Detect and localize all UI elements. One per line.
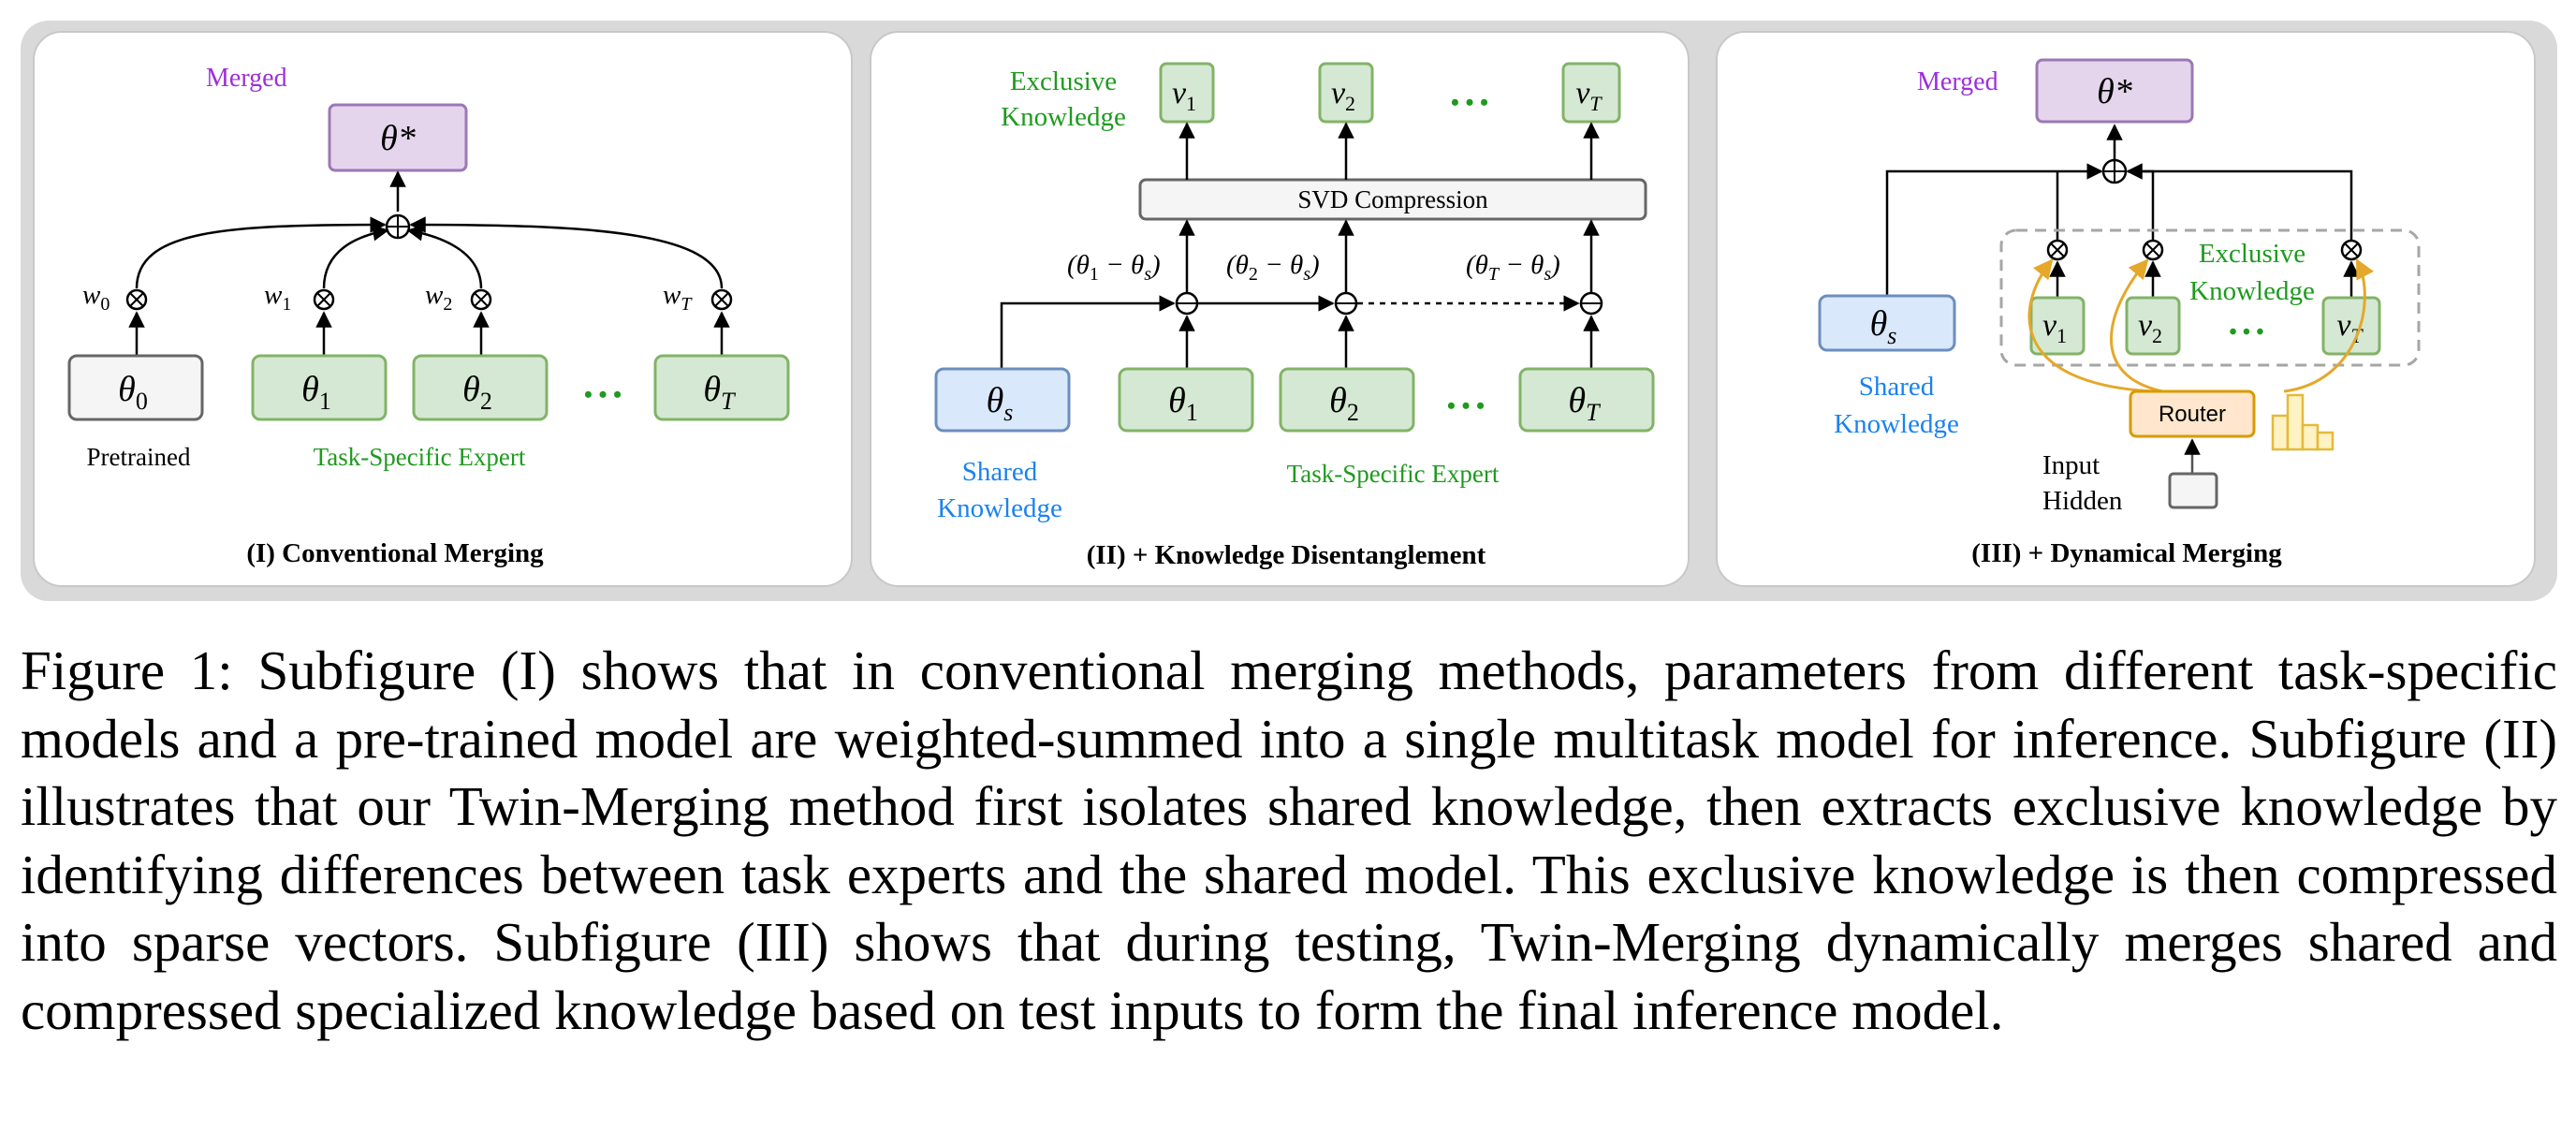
pretrained-param-box (67, 354, 204, 421)
shared-label: Shared (962, 457, 1038, 487)
subtract-node-1 (1175, 291, 1199, 316)
ellipsis: • • • (1451, 89, 1488, 116)
weight-node-0 (125, 288, 148, 311)
vector-v1: v1 (1172, 76, 1196, 115)
weight-label-0: w0 (82, 280, 110, 315)
diff-label-2: (θ2 − θs) (1226, 250, 1320, 285)
input-label-2: Hidden (2042, 486, 2123, 516)
expert-param-box-2 (412, 354, 549, 421)
vector-box-T (2321, 296, 2381, 356)
vector-vT: vT (1575, 76, 1603, 115)
router-box (2129, 389, 2256, 438)
multiply-node-1 (2046, 239, 2069, 261)
expert-label: Task-Specific Expert (1287, 460, 1500, 488)
shared-param-box (934, 367, 1071, 433)
multiply-node-2 (2142, 239, 2164, 261)
svd-compression-label: SVD Compression (1297, 185, 1488, 213)
exclusive-label: Exclusive (1010, 66, 1117, 96)
exclusive-knowledge-group (1999, 228, 2421, 367)
shared-label-2: Knowledge (1834, 409, 1959, 439)
weight-label-1: w1 (264, 280, 291, 315)
vector-v2: v2 (1331, 76, 1355, 115)
input-label: Input (2042, 450, 2100, 480)
expert-param-box-1 (251, 354, 388, 421)
multiply-node-T (2340, 239, 2363, 261)
vector-box-1 (1159, 62, 1215, 124)
expert-param-box-T (1518, 367, 1655, 433)
merged-model-box (2035, 58, 2194, 124)
weight-node-T (710, 288, 733, 311)
expert-param-box-2 (1279, 367, 1415, 433)
panel-knowledge-disentanglement: Exclusive Knowledge v1 v2 • • • vT SVD C… (870, 31, 1690, 587)
param-theta-0: θ0 (118, 370, 148, 415)
exclusive-label: Exclusive (2199, 239, 2305, 269)
shared-theta: θs (1870, 304, 1897, 349)
expert-label: Task-Specific Expert (314, 443, 526, 471)
input-hidden-box (2168, 472, 2218, 509)
param-theta-1: θ1 (1168, 381, 1198, 426)
vector-box-T (1561, 62, 1621, 124)
figure-diagram: Merged θ* w0 w1 w2 (21, 21, 2557, 601)
merged-model-box (328, 103, 468, 172)
param-theta-2: θ2 (1329, 381, 1359, 426)
subtract-node-2 (1334, 291, 1358, 316)
expert-param-box-T (653, 354, 790, 421)
param-theta-1: θ1 (301, 370, 331, 415)
weight-label-2: w2 (425, 280, 452, 315)
figure-caption: Figure 1: Subfigure (I) shows that in co… (21, 639, 2557, 1041)
subtract-node-T (1579, 291, 1603, 316)
vector-v1: v1 (2042, 308, 2067, 347)
vector-v2: v2 (2138, 308, 2162, 347)
panel-conventional-merging: Merged θ* w0 w1 w2 (33, 31, 853, 587)
panel-bg (33, 31, 853, 587)
diff-label-1: (θ1 − θs) (1067, 250, 1161, 285)
weight-node-1 (313, 288, 335, 311)
merged-symbol: θ* (2097, 72, 2132, 111)
exclusive-label-2: Knowledge (1001, 102, 1126, 132)
panel-title: (I) Conventional Merging (246, 538, 544, 568)
panel-dynamical-merging: Merged θ* v1 v2 • • • vT Exclusive Knowl… (1716, 31, 2536, 587)
svd-compression-box (1138, 178, 1647, 221)
weight-node-2 (470, 288, 492, 311)
sum-node (2101, 158, 2128, 184)
ellipsis: • • • (1447, 392, 1485, 419)
shared-theta: θs (987, 381, 1014, 426)
figure-1: Merged θ* w0 w1 w2 (21, 21, 2557, 601)
shared-param-box (1818, 294, 1956, 352)
router-label: Router (2159, 402, 2226, 427)
ellipsis: • • • (2229, 320, 2263, 345)
ellipsis: • • • (584, 381, 622, 408)
diff-label-T: (θT − θs) (1466, 250, 1560, 285)
param-theta-T: θT (1568, 381, 1601, 426)
shared-label-2: Knowledge (937, 493, 1062, 523)
weight-label-T: wT (663, 280, 693, 315)
shared-label: Shared (1859, 372, 1935, 402)
merged-symbol: θ* (380, 119, 416, 158)
expert-param-box-1 (1118, 367, 1254, 433)
panel-title: (III) + Dynamical Merging (1971, 538, 2282, 568)
param-theta-T: θT (703, 370, 736, 415)
bar-chart-icon (2271, 393, 2334, 451)
merged-label: Merged (206, 64, 287, 93)
panel-title: (II) + Knowledge Disentanglement (1087, 540, 1486, 570)
vector-box-2 (2125, 296, 2181, 356)
pretrained-label: Pretrained (87, 443, 191, 471)
panel-bg (870, 31, 1690, 587)
merged-label: Merged (1917, 67, 1998, 96)
param-theta-2: θ2 (462, 370, 492, 415)
exclusive-label-2: Knowledge (2189, 276, 2315, 306)
vector-box-2 (1318, 62, 1374, 124)
